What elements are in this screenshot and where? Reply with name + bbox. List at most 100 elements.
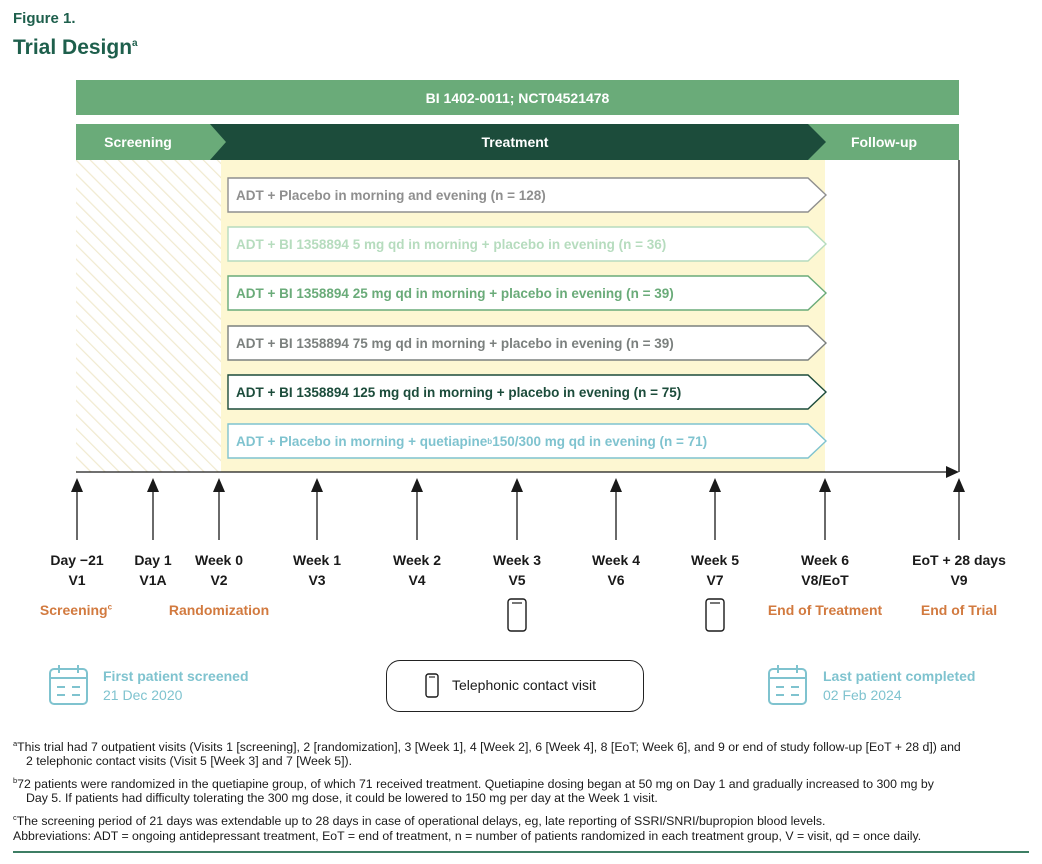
arm-label: ADT + BI 1358894 125 mg qd in morning + … [228,375,681,409]
screening-period-zone [76,160,221,472]
timepoint-label: Week 3 V5 [457,550,577,590]
footnote-text: This trial had 7 outpatient visits (Visi… [17,740,961,755]
visit-tick-arrow [311,478,323,540]
figure-title: Trial Designa [13,36,138,60]
figure-title-sup: a [132,38,138,49]
visit-tick-arrow [147,478,159,540]
timepoint-label: Week 6 V8/EoT [765,550,885,590]
arm-text: ADT + Placebo in morning + quetiapine [236,433,488,449]
footnote-text: The screening period of 21 days was exte… [16,814,826,829]
arm-text: ADT + Placebo in morning and evening (n … [236,187,546,203]
legend-telephonic-label: Telephonic contact visit [452,677,596,693]
trial-id-bar: BI 1402-0011; NCT04521478 [76,80,959,115]
timepoint-label: Week 5 V7 [655,550,775,590]
timepoint-visit: V4 [408,572,426,588]
figure-title-text: Trial Design [13,36,133,59]
abbreviations: Abbreviations: ADT = ongoing antidepress… [13,829,922,843]
arm-label: ADT + BI 1358894 25 mg qd in morning + p… [228,276,674,310]
arm-arrow [227,423,828,459]
footnote-a-cont: 2 telephonic contact visits (Visit 5 [We… [26,754,353,768]
timeline-arrowhead [946,466,959,478]
arm-text-suffix: 150/300 mg qd in evening (n = 71) [492,433,708,449]
timepoint-day: Week 2 [393,552,441,568]
timepoint-day: Week 6 [801,552,849,568]
timepoint-label: Day 1 V1A [93,550,213,590]
phase-followup: Follow-up [850,134,918,150]
arm-text: ADT + BI 1358894 5 mg qd in morning + pl… [236,236,667,252]
footnote-b: b72 patients were randomized in the quet… [13,773,934,793]
phone-icon [507,598,527,632]
first-patient-title: First patient screened [103,668,249,684]
footnote-c: cThe screening period of 21 days was ext… [13,810,825,830]
footnote-a: aThis trial had 7 outpatient visits (Vis… [13,736,961,756]
timepoint-day: Week 5 [691,552,739,568]
timepoint-visit: V5 [508,572,526,588]
bottom-rule [13,851,1029,853]
footnote-marker: b [13,776,18,785]
timepoint-visit: V1A [139,572,167,588]
milestone-screening-sup: c [107,602,113,612]
footnote-marker: c [13,813,17,822]
milestone-screening: Screeningc [0,602,156,618]
arm-label: ADT + Placebo in morning and evening (n … [228,178,546,212]
timepoint-visit: V8/EoT [801,572,849,588]
trial-design-diagram [71,124,965,632]
visit-tick-arrow [819,478,831,540]
visit-tick-arrow [71,478,83,540]
arm-arrow [227,275,828,311]
last-patient-date: 02 Feb 2024 [823,687,902,703]
timepoint-day: Week 4 [592,552,640,568]
arm-arrow [227,325,828,361]
arm-arrow [227,226,828,262]
figure-label: Figure 1. [13,10,76,27]
calendar-icon [49,665,88,705]
phase-screening: Screening [104,134,172,150]
visit-tick-arrow [709,478,721,540]
arm-label: ADT + BI 1358894 75 mg qd in morning + p… [228,326,674,360]
timepoint-visit: V1 [68,572,86,588]
arm-arrow [227,177,828,213]
visit-tick-arrow [213,478,225,540]
timepoint-visit: V9 [950,572,968,588]
phase-treatment: Treatment [481,134,549,150]
arm-text: ADT + BI 1358894 125 mg qd in morning + … [236,384,682,400]
timepoint-visit: V7 [706,572,724,588]
visit-tick-arrow [411,478,423,540]
timepoint-label: Week 0 V2 [159,550,279,590]
timepoint-visit: V3 [308,572,326,588]
milestone-screening-text: Screening [39,602,108,618]
footnote-text: 72 patients were randomized in the queti… [17,777,934,792]
timepoint-label: Week 4 V6 [556,550,676,590]
calendar-icon [768,665,807,705]
footnote-marker: a [13,739,18,748]
footnote-b-cont: Day 5. If patients had difficulty tolera… [26,791,658,805]
timepoint-day: Week 0 [195,552,243,568]
timepoint-label: Week 1 V3 [257,550,377,590]
trial-id-text: BI 1402-0011; NCT04521478 [425,89,610,106]
arm-sup: b [487,436,493,446]
legend-box [386,660,644,712]
phone-icon [425,673,439,698]
timepoint-day: Week 3 [493,552,541,568]
timepoint-label: Week 2 V4 [357,550,477,590]
timepoint-day: EoT + 28 days [912,552,1006,568]
last-patient-title: Last patient completed [823,668,976,684]
treatment-phase-arrow [210,124,826,160]
visit-tick-arrow [511,478,523,540]
timepoint-day: Week 1 [293,552,341,568]
timepoint-visit: V6 [607,572,625,588]
timepoint-visit: V2 [210,572,228,588]
arm-text: ADT + BI 1358894 75 mg qd in morning + p… [236,335,674,351]
timepoint-day: Day 1 [134,552,172,568]
timepoint-day: Day −21 [50,552,104,568]
milestone-randomization: Randomization [168,602,270,618]
arm-arrow [227,374,828,410]
arm-text: ADT + BI 1358894 25 mg qd in morning + p… [236,285,674,301]
visit-tick-arrow [610,478,622,540]
phone-icon [705,598,725,632]
visit-tick-arrow [953,478,965,540]
milestone-end-trial: End of Trial [920,602,998,618]
